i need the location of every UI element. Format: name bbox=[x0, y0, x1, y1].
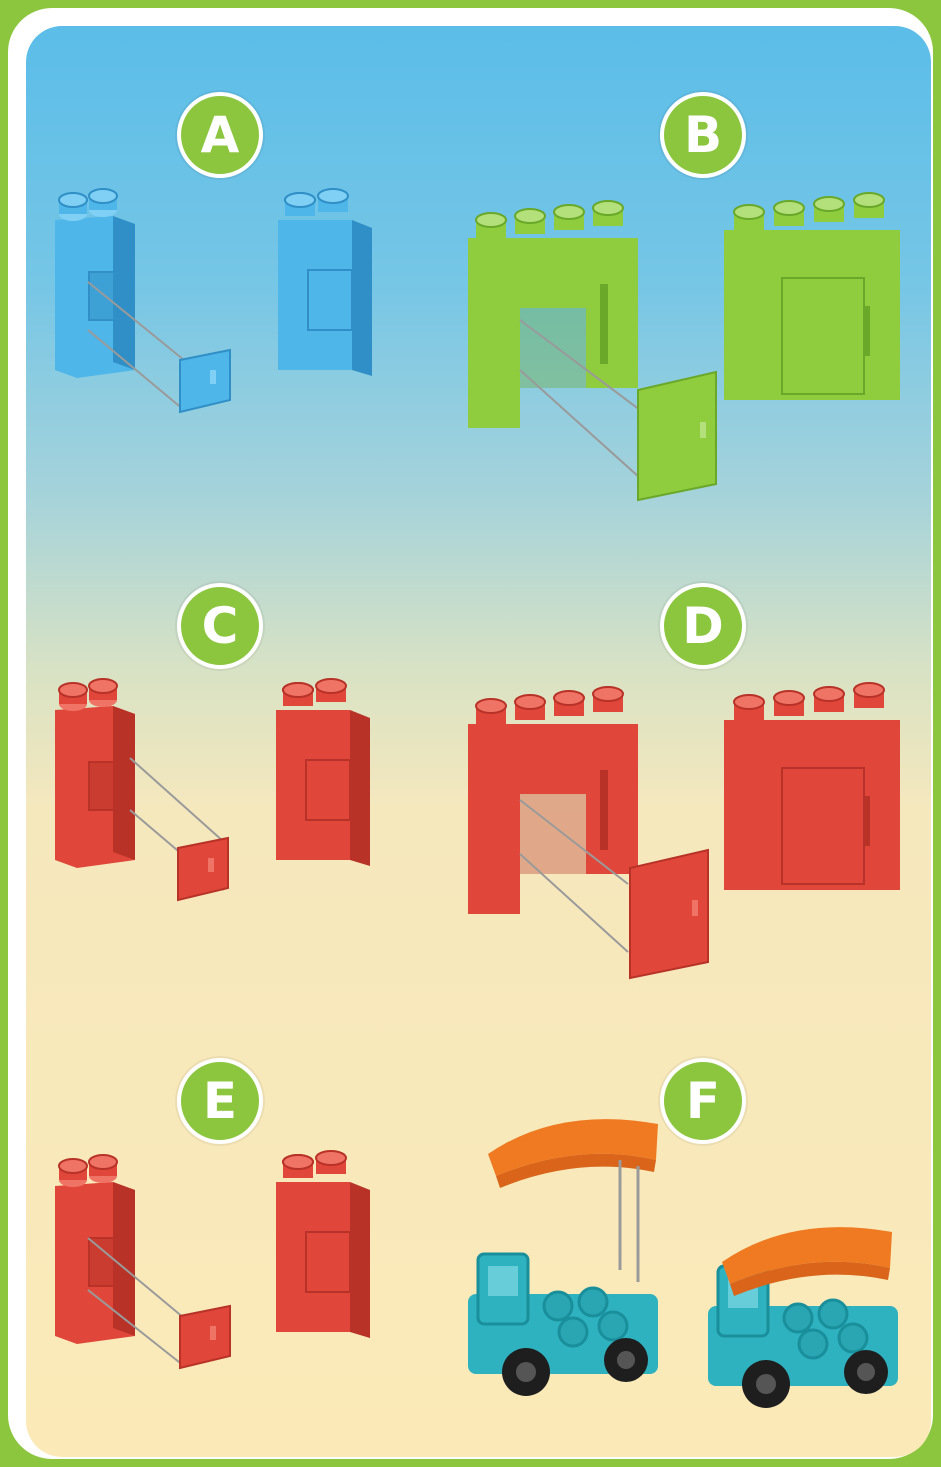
door-panel-icon bbox=[178, 838, 228, 900]
closed-wall-icon bbox=[724, 683, 900, 890]
window-brick-icon bbox=[55, 1155, 135, 1344]
wall-frame-icon bbox=[468, 201, 638, 428]
door-brick-icon bbox=[278, 189, 372, 376]
door-panel-icon bbox=[630, 850, 708, 978]
door-panel-icon bbox=[638, 372, 716, 500]
door-panel-icon bbox=[180, 350, 230, 412]
roof-icon bbox=[722, 1227, 892, 1296]
step-b-parts bbox=[468, 193, 900, 500]
window-brick-icon bbox=[55, 189, 135, 378]
door-brick-icon bbox=[276, 679, 370, 866]
step-f-parts bbox=[468, 1119, 898, 1408]
roof-icon bbox=[488, 1119, 658, 1188]
door-brick-icon bbox=[276, 1151, 370, 1338]
step-a-parts bbox=[55, 189, 372, 412]
wall-frame-icon bbox=[468, 687, 638, 914]
door-panel-icon bbox=[180, 1306, 230, 1368]
window-brick-icon bbox=[55, 679, 135, 868]
closed-wall-icon bbox=[724, 193, 900, 400]
step-c-parts bbox=[55, 679, 370, 900]
step-e-parts bbox=[55, 1151, 370, 1368]
step-d-parts bbox=[468, 683, 900, 978]
vehicle-icon bbox=[468, 1254, 658, 1396]
